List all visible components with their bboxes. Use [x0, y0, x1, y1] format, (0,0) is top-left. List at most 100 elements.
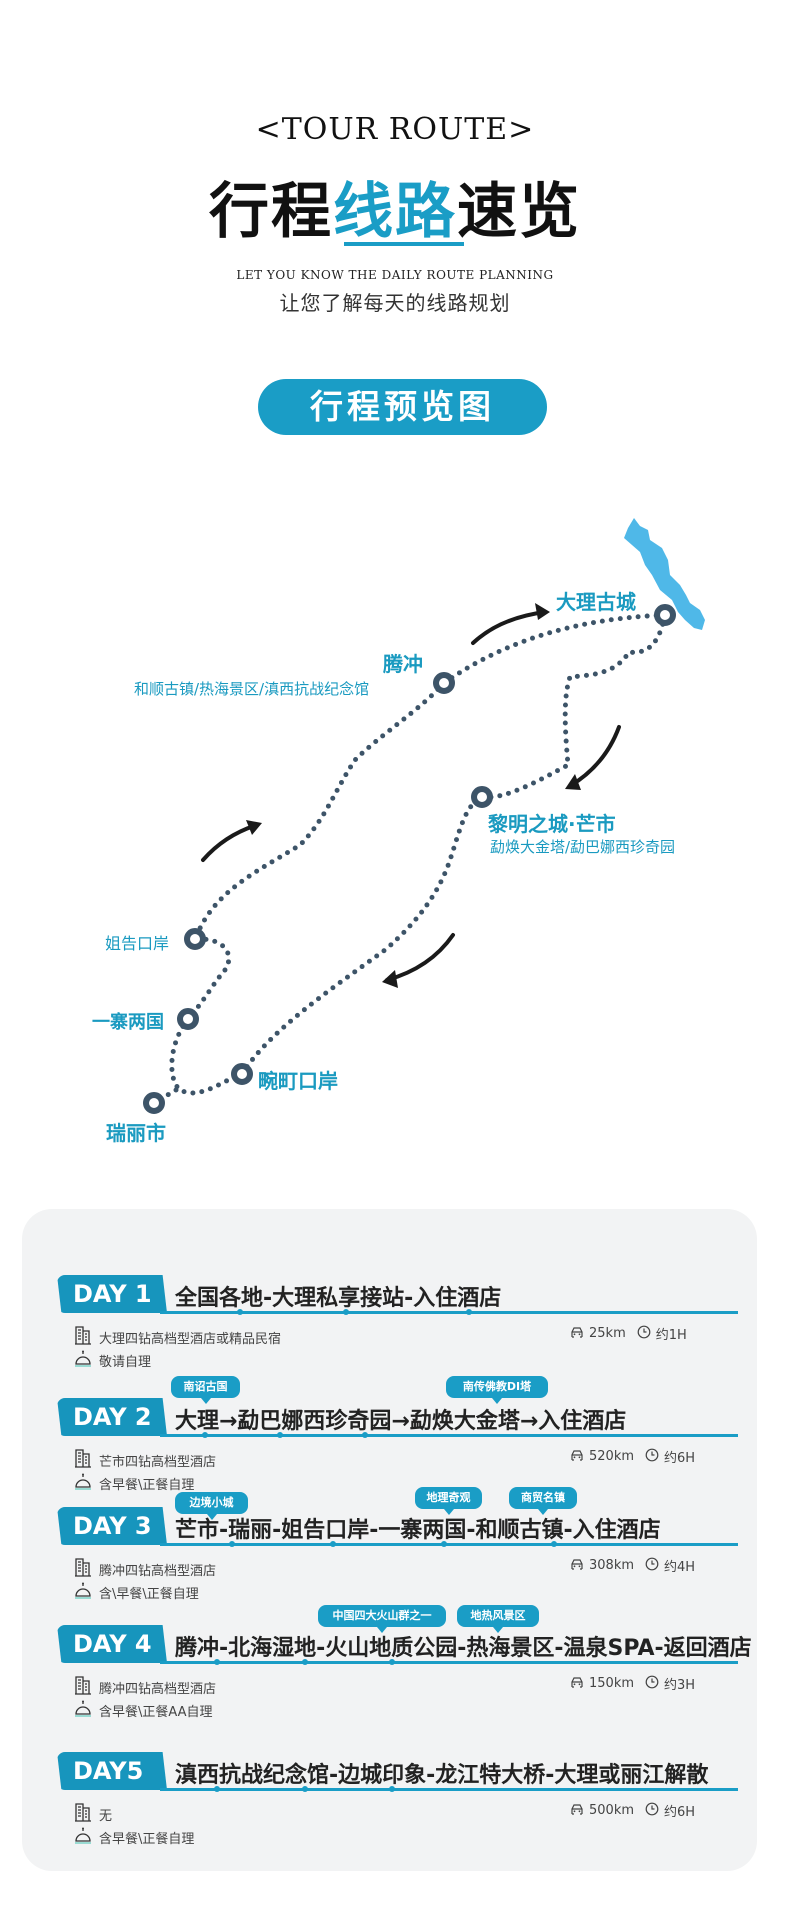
meal-info: 含\早餐\正餐自理: [73, 1580, 199, 1604]
day-divider: [160, 1659, 738, 1665]
map-label-tengchong: 腾冲: [383, 652, 423, 676]
day-title: 大理→勐巴娜西珍奇园→勐焕大金塔→入住酒店: [175, 1409, 627, 1434]
day-badge: DAY 2: [57, 1398, 167, 1436]
map-sub-mangshi: 勐焕大金塔/勐巴娜西珍奇园: [490, 838, 676, 856]
divider-dot: [237, 1309, 243, 1315]
day-title: 腾冲-北海湿地-火山地质公园-热海景区-温泉SPA-返回酒店: [175, 1636, 752, 1661]
hotel-building-icon: [73, 1448, 93, 1472]
arrowhead-2: [565, 774, 581, 790]
day-title: 全国各地-大理私享接站-入住酒店: [175, 1286, 502, 1311]
hotel-info: 腾冲四钻高档型酒店: [73, 1675, 216, 1699]
travel-info: 520km 约6H: [570, 1447, 695, 1466]
meal-cloche-icon: [73, 1698, 93, 1722]
map-sub-tengchong: 和顺古镇/热海景区/滇西抗战纪念馆: [134, 680, 370, 698]
route-map: [143, 518, 705, 1114]
duration: 约6H: [664, 1451, 696, 1466]
page-title: 行程线路速览: [0, 163, 790, 250]
hotel-building-icon: [73, 1675, 93, 1699]
highlight-tag: 中国四大火山群之一: [318, 1605, 446, 1633]
clock-icon: [637, 1325, 651, 1343]
highlight-tag: 南诏古国: [171, 1376, 240, 1404]
meal-cloche-icon: [73, 1825, 93, 1849]
meal-cloche-icon: [73, 1580, 93, 1604]
clock-icon: [645, 1802, 659, 1820]
day-divider: [160, 1432, 738, 1438]
arrowhead-1: [535, 603, 550, 620]
divider-dot: [466, 1309, 472, 1315]
divider-dot: [362, 1432, 368, 1438]
travel-info: 308km 约4H: [570, 1556, 695, 1575]
divider-dot: [343, 1309, 349, 1315]
map-label-dali: 大理古城: [556, 590, 636, 614]
meal-cloche-icon: [73, 1348, 93, 1372]
highlight-tag: 地热风景区: [457, 1605, 539, 1633]
day-badge: DAY 1: [57, 1275, 167, 1313]
car-icon: [570, 1675, 584, 1693]
title-part1: 行程: [209, 177, 333, 247]
meal-text: 含早餐\正餐AA自理: [99, 1704, 213, 1720]
divider-dot: [302, 1659, 308, 1665]
divider-dot: [214, 1659, 220, 1665]
highlight-tag: 南传佛教DI塔: [446, 1376, 548, 1404]
travel-info: 150km 约3H: [570, 1674, 695, 1693]
arrowhead-4: [246, 820, 262, 835]
direction-arrow-4: [201, 823, 259, 862]
distance: 500km: [589, 1803, 635, 1818]
distance: 150km: [589, 1676, 635, 1691]
route-mangshi-dali: [479, 612, 668, 800]
itinerary-preview-button: 行程预览图: [258, 379, 547, 435]
map-label-ruili: 瑞丽市: [106, 1121, 166, 1145]
hotel-text: 腾冲四钻高档型酒店: [99, 1681, 217, 1697]
stop-marker-dali: [654, 604, 676, 626]
map-label-jiegao: 姐告口岸: [105, 934, 170, 953]
hotel-text: 芒市四钻高档型酒店: [99, 1454, 217, 1470]
tour-route-heading: <TOUR ROUTE>: [255, 112, 535, 147]
car-icon: [570, 1448, 584, 1466]
title-highlight: 线路: [333, 177, 457, 247]
day-divider: [160, 1786, 738, 1792]
meal-text: 含早餐\正餐自理: [99, 1831, 195, 1847]
distance: 308km: [589, 1558, 635, 1573]
divider-dot: [229, 1541, 235, 1547]
route-wanding-mangshi: [239, 794, 485, 1077]
route-yizhai-wanding: [169, 1016, 245, 1096]
highlight-tag: 商贸名镇: [509, 1487, 577, 1515]
clock-icon: [645, 1448, 659, 1466]
travel-info: 500km 约6H: [570, 1801, 695, 1820]
meal-info: 含早餐\正餐自理: [73, 1825, 194, 1849]
clock-icon: [645, 1675, 659, 1693]
duration: 约4H: [664, 1560, 696, 1575]
divider-dot: [302, 1786, 308, 1792]
map-label-mangshi: 黎明之城·芒市: [488, 812, 616, 836]
duration: 约6H: [664, 1805, 696, 1820]
distance: 520km: [589, 1449, 635, 1464]
erhai-lake-shape: [624, 518, 705, 630]
duration: 约3H: [664, 1678, 696, 1693]
subtitle-cn: 让您了解每天的线路规划: [279, 291, 511, 315]
car-icon: [570, 1557, 584, 1575]
divider-dot: [277, 1432, 283, 1438]
stop-marker-wanding: [231, 1063, 253, 1085]
car-icon: [570, 1325, 584, 1343]
route-jiegao-yizhai: [185, 936, 232, 1022]
direction-arrow-3: [385, 933, 455, 982]
hotel-building-icon: [73, 1802, 93, 1826]
hotel-building-icon: [73, 1557, 93, 1581]
meal-text: 敬请自理: [99, 1354, 152, 1370]
duration: 约1H: [655, 1328, 687, 1343]
highlight-tag: 边境小城: [175, 1492, 248, 1520]
meal-info: 含早餐\正餐AA自理: [73, 1698, 213, 1722]
divider-dot: [551, 1541, 557, 1547]
distance: 25km: [589, 1326, 626, 1341]
meal-cloche-icon: [73, 1471, 93, 1495]
hotel-info: 芒市四钻高档型酒店: [73, 1448, 216, 1472]
divider-dot: [202, 1432, 208, 1438]
day-title: 芒市-瑞丽-姐告口岸-一寨两国-和顺古镇-入住酒店: [175, 1518, 661, 1543]
hotel-text: 无: [99, 1808, 113, 1824]
divider-dot: [330, 1541, 336, 1547]
stop-marker-jiegao: [184, 928, 206, 950]
day-badge: DAY5: [57, 1752, 167, 1790]
stop-marker-tengchong: [433, 672, 455, 694]
day-title: 滇西抗战纪念馆-边城印象-龙江特大桥-大理或丽江解散: [175, 1763, 709, 1788]
highlight-tag: 地理奇观: [415, 1487, 482, 1515]
